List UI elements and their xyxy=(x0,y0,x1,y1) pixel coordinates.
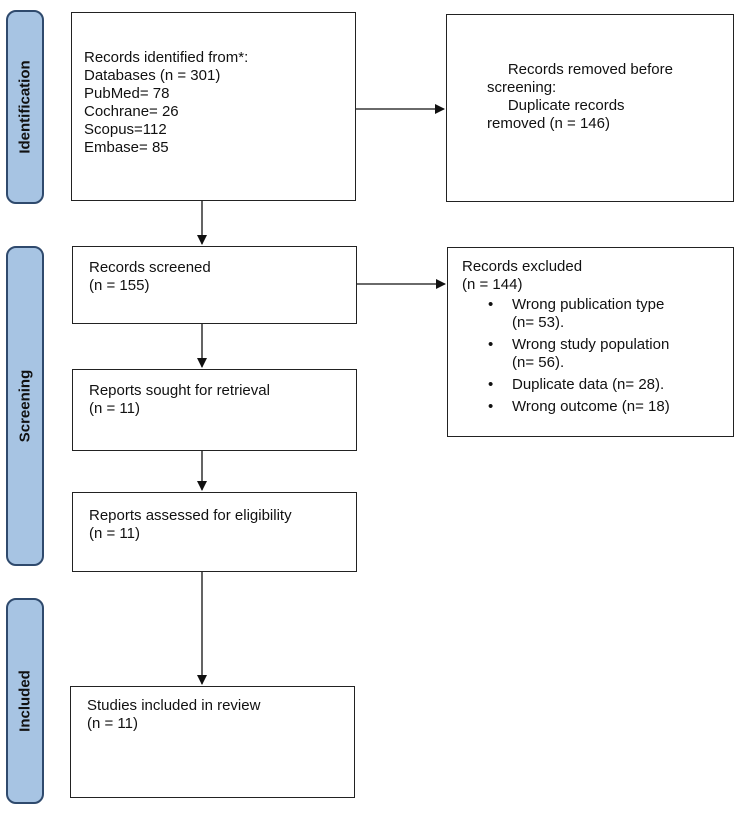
assessed-line: Reports assessed for eligibility xyxy=(89,507,292,524)
identified-line: PubMed= 78 xyxy=(84,85,170,102)
exclusion-reason: Wrong publication type (n= 53). xyxy=(488,296,721,332)
included-line: (n = 11) xyxy=(87,715,138,732)
identified-line: Embase= 85 xyxy=(84,139,169,156)
included-line: Studies included in review xyxy=(87,697,261,714)
assessed-line: (n = 11) xyxy=(89,525,140,542)
reports-assessed-box: Reports assessed for eligibility (n = 11… xyxy=(72,492,357,572)
phase-identification: Identification xyxy=(6,10,44,204)
sought-line: Reports sought for retrieval xyxy=(89,382,270,399)
removed-line: Duplicate records xyxy=(487,97,625,114)
removed-line: removed (n = 146) xyxy=(487,115,610,132)
identified-line: Scopus=112 xyxy=(84,121,167,138)
excluded-line: (n = 144) xyxy=(462,276,523,293)
sought-line: (n = 11) xyxy=(89,400,140,417)
records-removed-box: Records removed before screening: Duplic… xyxy=(446,14,734,202)
studies-included-box: Studies included in review (n = 11) xyxy=(70,686,355,798)
phase-included: Included xyxy=(6,598,44,804)
screened-line: (n = 155) xyxy=(89,277,150,294)
phase-screening: Screening xyxy=(6,246,44,566)
exclusion-reason: Wrong study population (n= 56). xyxy=(488,336,721,372)
exclusion-reasons-list: Wrong publication type (n= 53). Wrong st… xyxy=(462,296,721,416)
records-excluded-box: Records excluded (n = 144) Wrong publica… xyxy=(447,247,734,437)
identified-line: Databases (n = 301) xyxy=(84,67,221,84)
exclusion-reason: Duplicate data (n= 28). xyxy=(488,376,721,394)
identified-line: Records identified from*: xyxy=(84,49,249,66)
records-screened-box: Records screened (n = 155) xyxy=(72,246,357,324)
removed-line: Records removed before xyxy=(487,61,673,78)
screened-line: Records screened xyxy=(89,259,211,276)
identified-line: Cochrane= 26 xyxy=(84,103,179,120)
exclusion-reason: Wrong outcome (n= 18) xyxy=(488,398,721,416)
records-identified-box: Records identified from*: Databases (n =… xyxy=(71,12,356,201)
reports-sought-box: Reports sought for retrieval (n = 11) xyxy=(72,369,357,451)
excluded-line: Records excluded xyxy=(462,258,583,275)
removed-line: screening: xyxy=(487,79,557,96)
